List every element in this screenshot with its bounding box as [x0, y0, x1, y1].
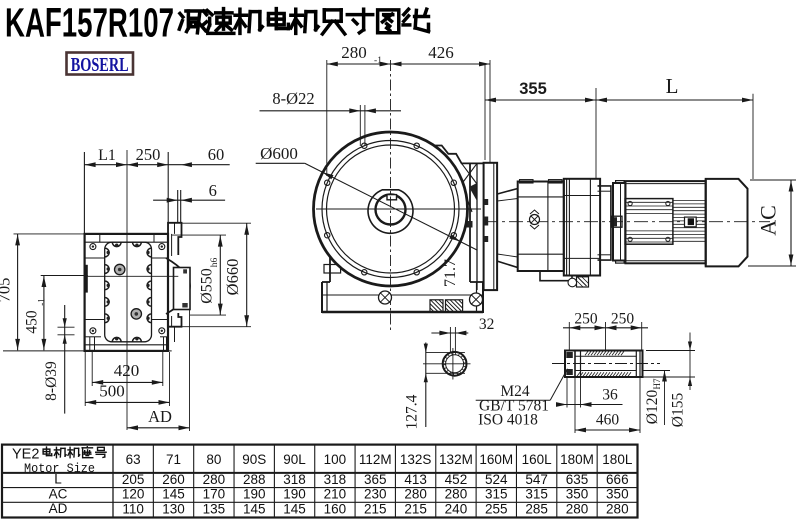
svg-text:260: 260	[162, 472, 185, 487]
svg-text:BOSERL: BOSERL	[71, 55, 129, 76]
svg-text:AC: AC	[756, 205, 781, 236]
svg-text:145: 145	[243, 502, 266, 517]
svg-text:32: 32	[479, 316, 495, 333]
svg-text:190: 190	[243, 487, 266, 502]
svg-text:80: 80	[206, 452, 221, 467]
svg-text:705: 705	[0, 278, 14, 303]
svg-text:71.7: 71.7	[442, 259, 459, 287]
svg-text:100: 100	[324, 452, 347, 467]
svg-text:Ø660: Ø660	[223, 259, 242, 296]
svg-text:127.4: 127.4	[404, 394, 421, 429]
svg-text:36: 36	[602, 387, 618, 404]
svg-text:L: L	[54, 472, 62, 487]
svg-text:8-Ø22: 8-Ø22	[272, 89, 314, 108]
svg-text:426: 426	[428, 43, 454, 62]
svg-text:Ø600: Ø600	[260, 144, 298, 163]
svg-text:90S: 90S	[242, 452, 266, 467]
svg-text:6: 6	[209, 181, 217, 200]
svg-text:255: 255	[485, 502, 508, 517]
svg-text:280: 280	[566, 502, 589, 517]
svg-text:112M: 112M	[359, 452, 392, 467]
svg-text:215: 215	[364, 502, 387, 517]
svg-text:190: 190	[283, 487, 306, 502]
svg-text:63: 63	[126, 452, 141, 467]
svg-text:280: 280	[445, 487, 468, 502]
svg-text:120: 120	[122, 487, 145, 502]
svg-text:KAF157R107: KAF157R107	[5, 0, 174, 46]
svg-text:160M: 160M	[479, 452, 513, 467]
svg-text:AC: AC	[49, 486, 68, 501]
svg-text:h6: h6	[210, 258, 220, 268]
svg-text:524: 524	[485, 472, 508, 487]
svg-text:180L: 180L	[602, 452, 633, 467]
svg-text:285: 285	[525, 502, 548, 517]
svg-text:500: 500	[99, 382, 125, 401]
svg-text:240: 240	[445, 502, 468, 517]
svg-text:350: 350	[566, 487, 589, 502]
svg-text:H7: H7	[652, 378, 662, 389]
svg-text:L: L	[666, 74, 679, 98]
svg-text:AD: AD	[148, 407, 172, 426]
svg-text:160L: 160L	[522, 452, 553, 467]
svg-text:90L: 90L	[283, 452, 306, 467]
svg-text:318: 318	[283, 472, 306, 487]
svg-text:450: 450	[24, 310, 41, 334]
svg-text:AD: AD	[49, 501, 68, 516]
svg-text:160: 160	[324, 502, 347, 517]
svg-text:-1: -1	[374, 56, 382, 66]
svg-text:132S: 132S	[400, 452, 432, 467]
svg-text:L1: L1	[98, 147, 116, 164]
svg-text:350: 350	[606, 487, 629, 502]
svg-text:145: 145	[283, 502, 306, 517]
svg-text:-1: -1	[37, 298, 47, 306]
svg-text:280: 280	[341, 43, 367, 62]
svg-text:ISO 4018: ISO 4018	[478, 412, 538, 429]
svg-text:250: 250	[136, 145, 161, 164]
svg-text:250: 250	[574, 311, 598, 328]
svg-text:318: 318	[324, 472, 347, 487]
svg-text:420: 420	[114, 361, 140, 380]
svg-text:666: 666	[606, 472, 629, 487]
svg-text:YE2: YE2	[12, 447, 39, 463]
svg-text:M24: M24	[500, 383, 530, 400]
svg-text:71: 71	[166, 452, 181, 467]
svg-text:315: 315	[525, 487, 548, 502]
svg-text:365: 365	[364, 472, 387, 487]
svg-text:Ø120: Ø120	[644, 390, 661, 425]
svg-text:230: 230	[364, 487, 387, 502]
svg-text:180M: 180M	[560, 452, 594, 467]
svg-text:288: 288	[243, 472, 266, 487]
svg-text:Ø155: Ø155	[670, 393, 687, 428]
svg-text:413: 413	[404, 472, 427, 487]
svg-text:280: 280	[203, 472, 226, 487]
svg-text:GB/T 5781: GB/T 5781	[479, 398, 549, 415]
svg-text:280: 280	[606, 502, 629, 517]
svg-text:280: 280	[404, 487, 427, 502]
svg-text:60: 60	[208, 145, 225, 164]
svg-text:355: 355	[519, 80, 547, 98]
svg-text:145: 145	[162, 487, 185, 502]
svg-text:205: 205	[122, 472, 145, 487]
svg-text:110: 110	[122, 502, 144, 517]
svg-text:132M: 132M	[439, 452, 473, 467]
svg-text:215: 215	[404, 502, 427, 517]
svg-text:460: 460	[596, 412, 620, 429]
svg-text:170: 170	[203, 487, 226, 502]
svg-text:Motor Size: Motor Size	[24, 461, 95, 476]
svg-text:210: 210	[324, 487, 347, 502]
svg-text:547: 547	[525, 472, 548, 487]
svg-text:452: 452	[445, 472, 468, 487]
svg-text:Ø550: Ø550	[199, 268, 216, 304]
svg-text:635: 635	[566, 472, 589, 487]
svg-text:135: 135	[203, 502, 226, 517]
svg-text:250: 250	[611, 311, 635, 328]
svg-text:130: 130	[162, 502, 185, 517]
svg-text:315: 315	[485, 487, 508, 502]
svg-text:8-Ø39: 8-Ø39	[43, 361, 60, 401]
